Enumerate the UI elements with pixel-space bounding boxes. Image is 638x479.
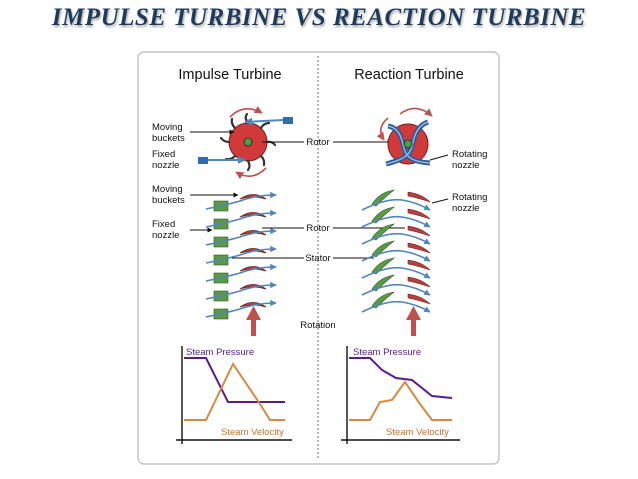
reaction-steam-flow	[361, 283, 431, 296]
reaction-steam-flow	[361, 249, 431, 262]
impulse-label-moving-buckets-1a: Moving	[152, 122, 183, 133]
reaction-steam-flow	[361, 215, 431, 228]
reaction-rotor-blade	[407, 242, 431, 254]
reaction-rotation-arrow	[406, 306, 421, 336]
impulse-steam-flow	[205, 227, 277, 246]
impulse-label-moving-buckets-2a: Moving	[152, 184, 183, 195]
reaction-rotor-blade	[407, 208, 431, 220]
reaction-rotor-blade	[407, 276, 431, 288]
impulse-label-fixed-nozzle-2b: nozzle	[152, 230, 179, 241]
reaction-graph-pressure-label: Steam Pressure	[353, 347, 421, 358]
impulse-graph-velocity-label: Steam Velocity	[221, 427, 284, 438]
impulse-label-moving-buckets-1b: buckets	[152, 133, 185, 144]
impulse-graph: Steam Pressure Steam Velocity	[176, 346, 292, 444]
reaction-label-rotating-nozzle-2b: nozzle	[452, 203, 479, 214]
impulse-steam-flow	[205, 245, 277, 264]
reaction-title: Reaction Turbine	[354, 67, 464, 83]
impulse-steam-flow	[205, 191, 277, 210]
reaction-rotor-blade	[407, 259, 431, 271]
reaction-rotor-blade	[407, 293, 431, 305]
impulse-label-fixed-nozzle-1b: nozzle	[152, 160, 179, 171]
reaction-rotor-blade	[407, 225, 431, 237]
reaction-pressure-curve	[349, 357, 453, 399]
reaction-rotor-blade	[407, 191, 431, 203]
impulse-graph-pressure-label: Steam Pressure	[186, 347, 254, 358]
impulse-rotation-arrow	[246, 306, 261, 336]
impulse-label-moving-buckets-2b: buckets	[152, 195, 185, 206]
reaction-steam-flow	[361, 198, 431, 211]
center-label-rotor: Rotor	[306, 223, 329, 234]
impulse-steam-flow	[205, 299, 277, 318]
impulse-steam-flow	[205, 263, 277, 282]
reaction-label-rotating-nozzle-1b: nozzle	[452, 160, 479, 171]
reaction-steam-flow	[361, 232, 431, 245]
impulse-pressure-curve	[184, 357, 285, 403]
reaction-graph-velocity-label: Steam Velocity	[386, 427, 449, 438]
reaction-label-rotating-nozzle-1a: Rotating	[452, 149, 487, 160]
reaction-pointer-nozzle-2	[431, 198, 449, 204]
center-label-rotation: Rotation	[300, 320, 335, 331]
reaction-steam-flow	[361, 266, 431, 279]
slide-title: IMPULSE TURBINE VS REACTION TURBINE	[51, 4, 587, 31]
impulse-label-fixed-nozzle-1a: Fixed	[152, 149, 175, 160]
impulse-label-fixed-nozzle-2a: Fixed	[152, 219, 175, 230]
reaction-rotor	[376, 107, 433, 167]
reaction-velocity-curve	[349, 380, 452, 421]
impulse-steam-flow	[205, 281, 277, 300]
reaction-label-rotating-nozzle-2a: Rotating	[452, 192, 487, 203]
impulse-velocity-curve	[184, 361, 285, 421]
center-label-stator: Stator	[305, 253, 330, 264]
reaction-pointer-nozzle	[429, 154, 449, 161]
reaction-graph: Steam Pressure Steam Velocity	[341, 346, 460, 444]
center-label-rotor-top: Rotor	[306, 137, 329, 148]
reaction-blade-stack	[361, 189, 431, 313]
impulse-blade-stack	[205, 191, 277, 320]
reaction-steam-flow	[361, 300, 431, 313]
impulse-steam-flow	[205, 209, 277, 228]
impulse-nozzle-jets	[198, 106, 293, 180]
impulse-title: Impulse Turbine	[178, 67, 281, 83]
